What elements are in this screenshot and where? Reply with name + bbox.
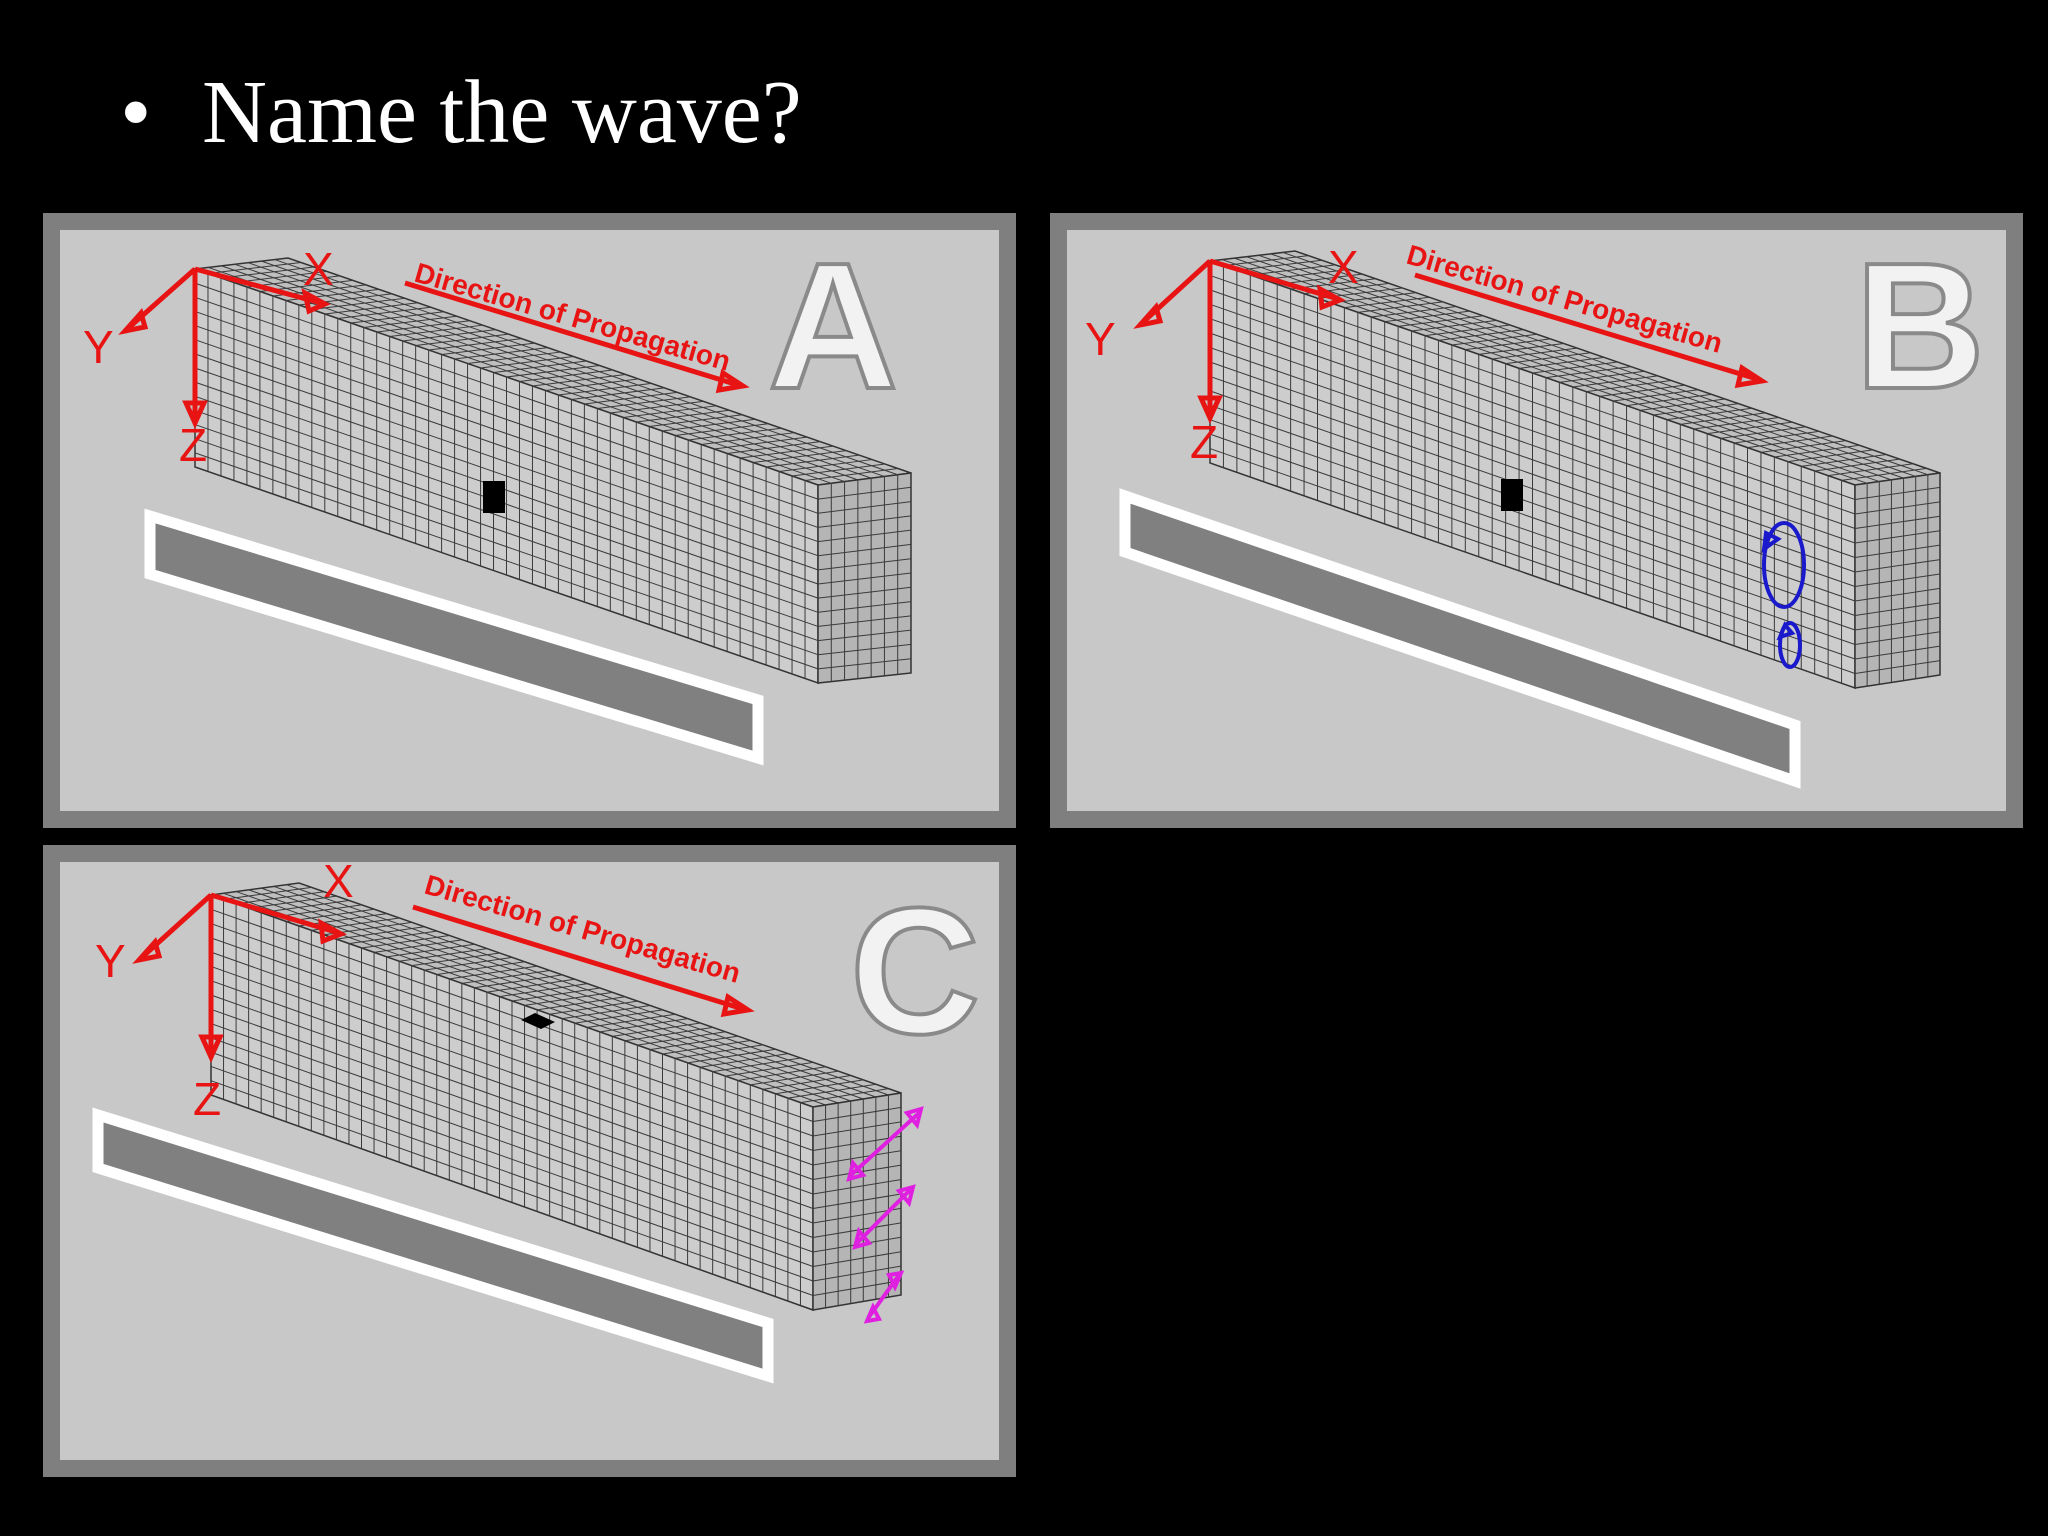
z-axis-arrowhead (198, 1034, 224, 1064)
ground-surface-bar (92, 1107, 774, 1384)
panel-c-diagram: X Y Z Direction of Propagation C (60, 855, 999, 1460)
x-axis-label: X (323, 855, 354, 907)
z-axis-arrowhead (1197, 395, 1223, 425)
y-axis-arrowhead (132, 936, 163, 964)
x-axis-label: X (303, 243, 334, 295)
x-axis-line (1209, 258, 1339, 302)
square-element-marker (1501, 479, 1523, 511)
x-axis-arrowhead (317, 918, 347, 945)
panel-letter-b: B (1855, 226, 1985, 427)
axis-triad (118, 266, 750, 430)
ground-surface-bar (144, 508, 764, 766)
x-axis-line (194, 266, 326, 307)
z-axis-arrowhead (182, 400, 208, 430)
x-axis-line (210, 892, 340, 936)
z-axis-label: Z (179, 419, 207, 471)
propagation-arrowhead (1734, 363, 1769, 389)
panel-a-diagram: X Y Z Direction of Propagation A (60, 224, 999, 811)
propagation-arrow-line (1414, 272, 1758, 382)
wave-panel-a: X Y Z Direction of Propagation A (43, 213, 1016, 828)
square-element-marker (483, 481, 505, 513)
z-axis-label: Z (1190, 416, 1218, 468)
slide-title: •Name the wave? (120, 68, 802, 158)
horizontal-shear-arrows-icon (846, 1106, 924, 1324)
x-axis-arrowhead (301, 288, 331, 315)
propagation-arrowhead (715, 368, 750, 394)
wave-panel-b: X Y Z Direction of Propagation B (1050, 213, 2023, 828)
mesh-beam (194, 257, 912, 685)
y-axis-arrowhead (1133, 301, 1164, 329)
z-axis-label: Z (193, 1073, 221, 1125)
propagation-arrow-line (412, 904, 744, 1012)
axis-triad (132, 892, 755, 1064)
y-axis-label: Y (83, 321, 114, 373)
propagation-arrow-line (404, 280, 739, 388)
title-text: Name the wave? (202, 63, 802, 162)
axis-triad (1133, 258, 1769, 425)
panel-letter-c: C (850, 871, 980, 1072)
ground-surface-bar (1119, 488, 1801, 789)
panel-letter-a: A (768, 226, 898, 427)
wave-panel-c: X Y Z Direction of Propagation C (43, 845, 1016, 1477)
propagation-arrowhead (720, 992, 755, 1018)
x-axis-arrowhead (1316, 284, 1346, 311)
x-axis-label: X (1328, 241, 1359, 293)
y-axis-arrowhead (118, 307, 149, 335)
y-axis-label: Y (1085, 313, 1116, 365)
rhombus-element-marker (521, 1013, 555, 1029)
y-axis-label: Y (95, 935, 126, 987)
rotation-arrows-icon (1761, 521, 1806, 669)
mesh-beam (1209, 250, 1941, 690)
panel-b-diagram: X Y Z Direction of Propagation B (1067, 224, 2006, 811)
bullet-glyph: • (120, 63, 152, 162)
mesh-beam (210, 882, 902, 1312)
